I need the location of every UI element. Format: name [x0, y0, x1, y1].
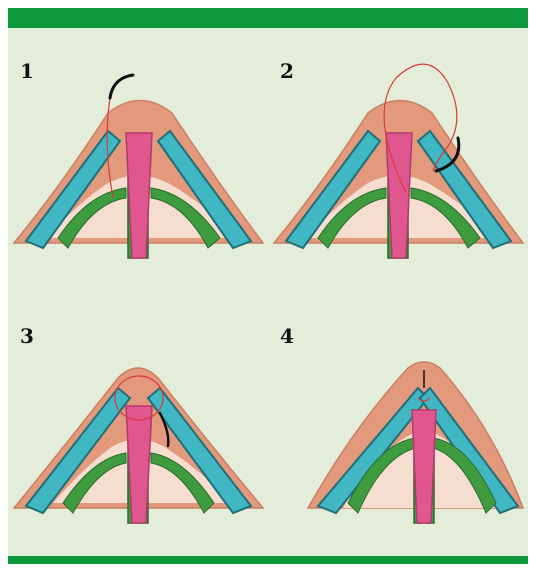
panel-1: 1: [8, 53, 268, 318]
panel-2-diagram: [268, 53, 528, 318]
top-green-bar: [8, 8, 528, 28]
bottom-green-bar: [8, 556, 528, 564]
panel-4: 4: [268, 318, 528, 583]
panel-4-diagram: [268, 318, 528, 583]
panel-3-diagram: [8, 318, 268, 583]
panel-2: 2: [268, 53, 528, 318]
figure-frame: 1 2 3: [8, 8, 528, 564]
panel-3: 3: [8, 318, 268, 583]
panel-1-diagram: [8, 53, 268, 318]
